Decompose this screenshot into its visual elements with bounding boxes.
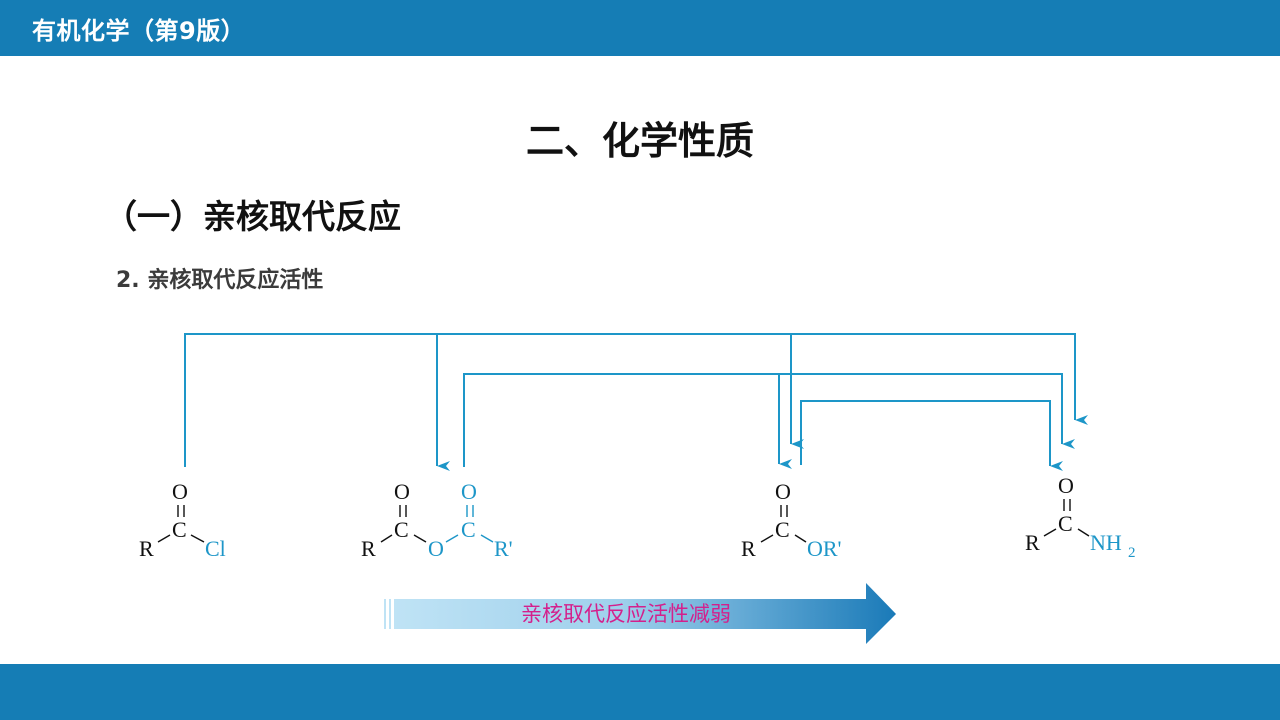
trend-arrow bbox=[384, 583, 896, 644]
atom-o2: O bbox=[461, 479, 477, 504]
subscript-2: 2 bbox=[1128, 545, 1136, 561]
atom-r: R bbox=[1025, 530, 1040, 555]
atom-c: C bbox=[1058, 511, 1073, 536]
section-title: （一）亲核取代反应 bbox=[104, 197, 401, 236]
acid-anhydride-structure: O C R O O C R' bbox=[361, 479, 513, 561]
main-title: 二、化学性质 bbox=[525, 119, 754, 163]
connector-anhydride bbox=[463, 373, 1075, 469]
atom-r: R bbox=[361, 536, 376, 561]
atom-c: C bbox=[394, 517, 409, 542]
atom-o: O bbox=[775, 479, 791, 504]
trend-arrow-label: 亲核取代反应活性减弱 bbox=[521, 602, 731, 626]
atom-c2: C bbox=[461, 517, 476, 542]
atom-r: R bbox=[741, 536, 756, 561]
atom-o: O bbox=[172, 479, 188, 504]
acyl-chloride-structure: O C R Cl bbox=[139, 479, 226, 561]
ester-structure: O C R OR' bbox=[741, 479, 842, 561]
leaving-group-cl: Cl bbox=[205, 536, 226, 561]
atom-o: O bbox=[1058, 473, 1074, 498]
top-header-bar: 有机化学（第9版） bbox=[0, 0, 1280, 56]
amide-structure: O C R NH 2 bbox=[1025, 473, 1136, 561]
sub-title: 2. 亲核取代反应活性 bbox=[116, 268, 324, 293]
connector-ester bbox=[800, 400, 1063, 471]
atom-c: C bbox=[775, 517, 790, 542]
atom-o: O bbox=[394, 479, 410, 504]
connector-acyl-chloride bbox=[184, 333, 1088, 471]
atom-c: C bbox=[172, 517, 187, 542]
bottom-footer-bar bbox=[0, 664, 1280, 720]
atom-r: R bbox=[139, 536, 154, 561]
bridge-o: O bbox=[428, 536, 444, 561]
leaving-group-nh: NH bbox=[1090, 530, 1122, 555]
leaving-group-or: OR' bbox=[807, 536, 842, 561]
course-title: 有机化学（第9版） bbox=[32, 17, 246, 45]
atom-r2: R' bbox=[494, 536, 513, 561]
